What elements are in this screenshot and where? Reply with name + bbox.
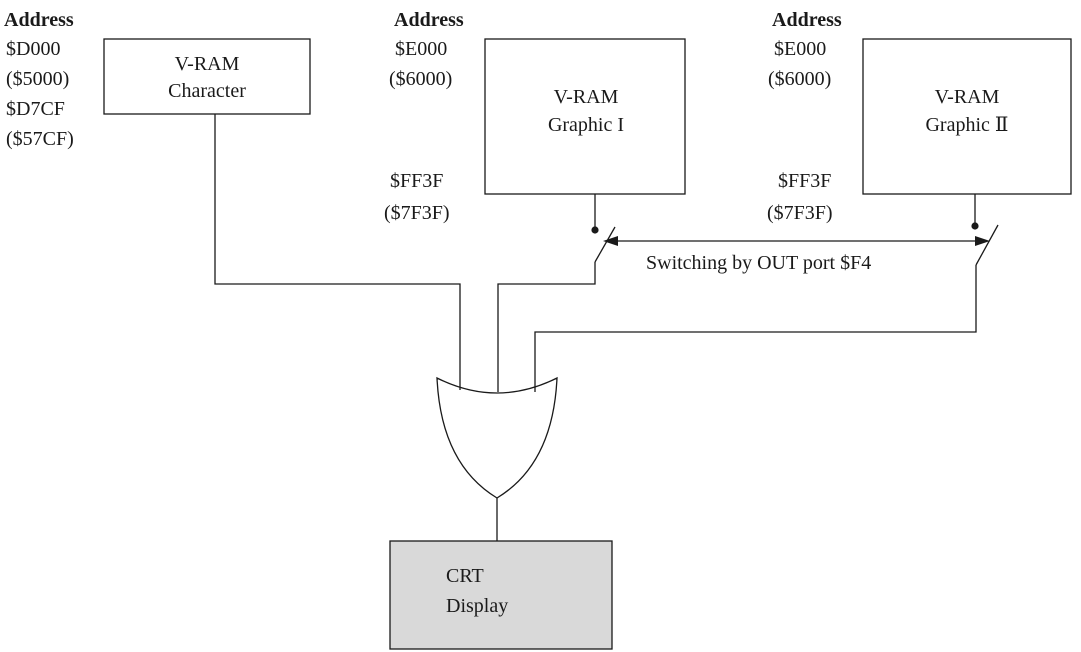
switch-graphic-2-blade: [975, 224, 999, 266]
switch-graphic-2-contact: [971, 222, 979, 230]
vram-character-box: [103, 38, 311, 115]
wire-character-to-or: [214, 114, 461, 390]
vram-graphic-1-box: [484, 38, 686, 195]
switch-graphic-1-blade: [594, 226, 616, 263]
switch-graphic-1-contact: [591, 226, 599, 234]
address-end-graphic-1: $FF3F: [390, 170, 443, 192]
vram-graphic-2-box: [862, 38, 1072, 195]
address-start-alt-character: ($5000): [6, 68, 69, 90]
crt-title: CRT: [446, 565, 484, 587]
wire-switch-1-to-or: [497, 262, 596, 392]
address-start-alt-graphic-1: ($6000): [389, 68, 452, 90]
address-start-character: $D000: [6, 38, 60, 60]
switch-linkage-arrow-left-head: [603, 236, 618, 246]
address-end-alt-graphic-2: ($7F3F): [767, 202, 833, 224]
address-end-character: $D7CF: [6, 98, 65, 120]
vram-graphic-1-subtitle: Graphic I: [548, 114, 624, 136]
address-heading-character: Address: [4, 9, 74, 31]
address-start-graphic-2: $E000: [774, 38, 826, 60]
vram-graphic-1-title: V-RAM: [554, 86, 619, 108]
wire-switch-2-to-or: [534, 265, 977, 392]
vram-character-subtitle: Character: [168, 80, 246, 102]
crt-display-box: [389, 540, 613, 650]
switch-linkage-arrow-right-head: [975, 236, 990, 246]
address-start-alt-graphic-2: ($6000): [768, 68, 831, 90]
address-start-graphic-1: $E000: [395, 38, 447, 60]
vram-graphic-2-subtitle: Graphic Ⅱ: [925, 114, 1008, 136]
crt-subtitle: Display: [446, 595, 508, 617]
or-gate: [436, 376, 558, 499]
address-end-alt-character: ($57CF): [6, 128, 74, 150]
address-heading-graphic-1: Address: [394, 9, 464, 31]
address-end-graphic-2: $FF3F: [778, 170, 831, 192]
switch-label: Switching by OUT port $F4: [646, 252, 871, 274]
vram-graphic-2-title: V-RAM: [935, 86, 1000, 108]
address-end-alt-graphic-1: ($7F3F): [384, 202, 450, 224]
vram-character-title: V-RAM: [175, 53, 240, 75]
address-heading-graphic-2: Address: [772, 9, 842, 31]
